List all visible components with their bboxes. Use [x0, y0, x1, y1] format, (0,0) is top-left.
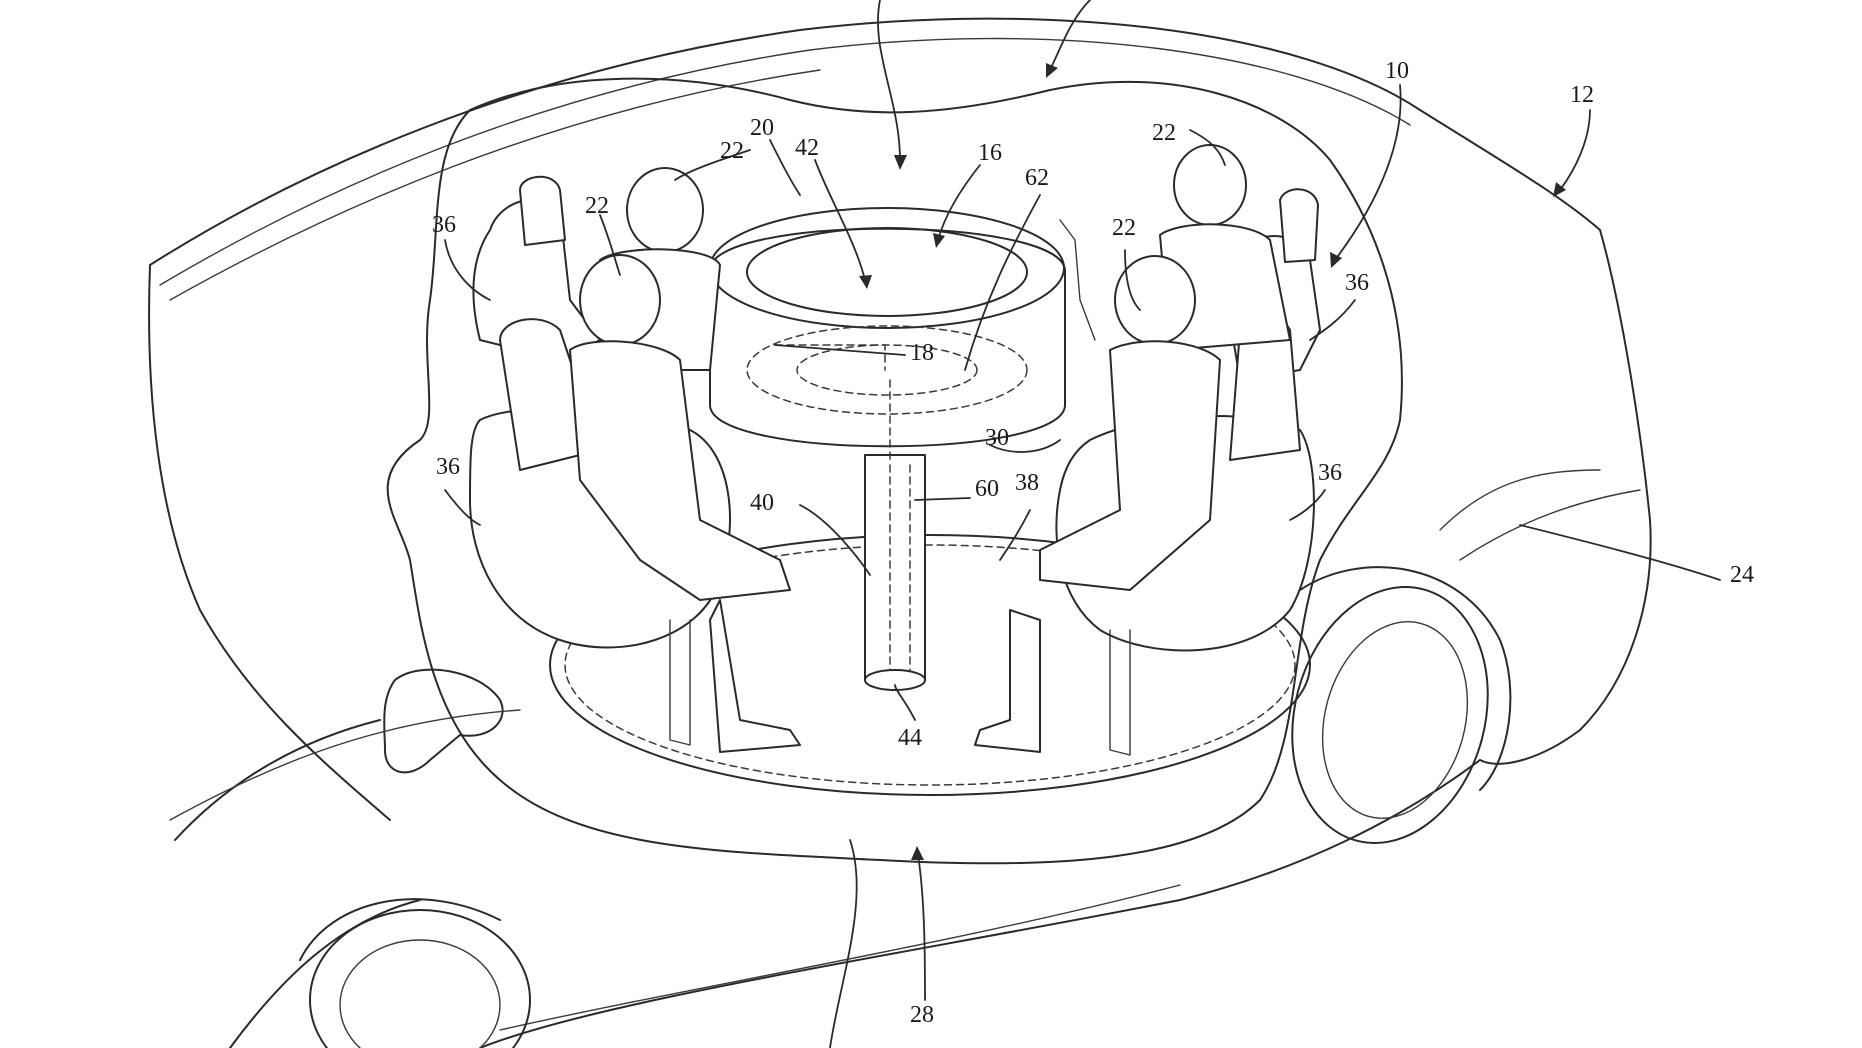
reference-numerals: 10 12 20 42 16 62 22 22 22 22 36 36 36 3…	[432, 58, 1754, 1028]
ref-16: 16	[978, 140, 1002, 166]
occupant-right-front	[974, 255, 1221, 753]
vehicle-body	[148, 17, 1652, 1048]
ref-36-upper-right: 36	[1345, 270, 1369, 296]
ref-22-right: 22	[1112, 215, 1136, 241]
ref-40: 40	[750, 490, 774, 516]
seat-left-rear	[472, 175, 601, 361]
ref-42: 42	[795, 135, 819, 161]
ref-38: 38	[1015, 470, 1039, 496]
ref-36-lower-left: 36	[436, 454, 460, 480]
ref-28: 28	[910, 1002, 934, 1028]
ref-18: 18	[910, 340, 934, 366]
ref-62: 62	[1025, 165, 1049, 191]
ref-30: 30	[985, 425, 1009, 451]
ref-22-left-top: 22	[720, 138, 744, 164]
ref-36-lower-right: 36	[1318, 460, 1342, 486]
leader-lines	[444, 0, 1721, 1048]
ref-36-upper-left: 36	[432, 212, 456, 238]
airbag-envelope	[386, 77, 1403, 865]
ref-44: 44	[898, 725, 922, 751]
occupant-left-front	[569, 254, 801, 753]
occupant-right-rear	[1059, 144, 1291, 351]
table-pedestal	[864, 454, 926, 691]
cabin-floor	[549, 534, 1311, 796]
ref-22-right-top: 22	[1152, 120, 1176, 146]
ref-20: 20	[750, 115, 774, 141]
table-top	[709, 207, 1066, 461]
ref-22-left: 22	[585, 193, 609, 219]
ref-60: 60	[975, 476, 999, 502]
ref-10: 10	[1385, 58, 1409, 84]
ref-24: 24	[1730, 562, 1754, 588]
ref-12: 12	[1570, 82, 1594, 108]
